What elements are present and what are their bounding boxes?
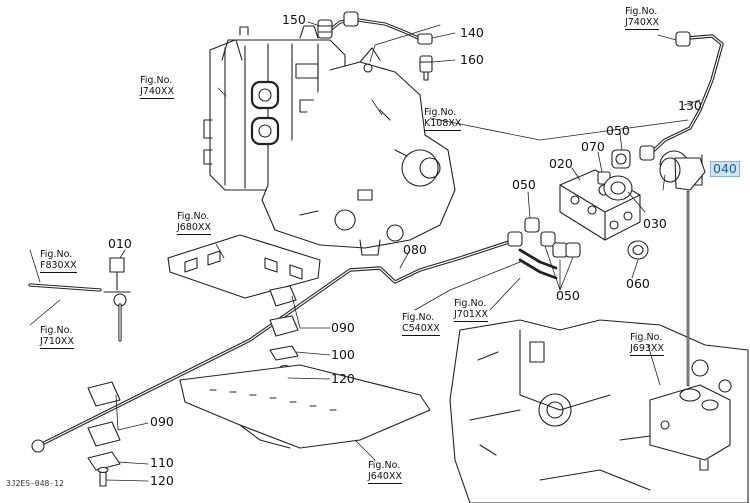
- part-label-100[interactable]: 100: [331, 347, 355, 362]
- transmission-housing: [261, 47, 456, 256]
- fitting-150: [317, 19, 333, 39]
- fitting-010: [103, 257, 131, 307]
- fig-ref-k108[interactable]: Fig.No. K108XX: [424, 107, 462, 131]
- fig-ref-code: J710XX: [40, 336, 74, 349]
- part-label-120-upper[interactable]: 120: [331, 371, 355, 386]
- valve-j693: [649, 384, 731, 471]
- side-hoses: [28, 283, 122, 342]
- plate-100: [269, 345, 299, 361]
- plate-110: [87, 451, 121, 471]
- fig-ref-caption: Fig.No.: [625, 6, 658, 17]
- part-label-150[interactable]: 150: [282, 12, 306, 27]
- pipe-140: [328, 11, 433, 45]
- fig-ref-code: J693XX: [630, 343, 664, 356]
- part-label-080[interactable]: 080: [403, 242, 427, 257]
- fig-ref-caption: Fig.No.: [402, 312, 435, 323]
- fig-ref-code: F830XX: [40, 260, 77, 273]
- elbow-040: [659, 150, 706, 191]
- fig-ref-caption: Fig.No.: [40, 325, 73, 336]
- part-label-050-lower[interactable]: 050: [556, 288, 580, 303]
- part-label-010[interactable]: 010: [108, 236, 132, 251]
- fig-ref-code: J740XX: [625, 17, 659, 30]
- fig-ref-j701[interactable]: Fig.No. J701XX: [454, 298, 488, 322]
- pipe-to-j701: [518, 248, 558, 280]
- drawing-code: 3J2ES-048-12: [6, 479, 64, 488]
- fig-ref-caption: Fig.No.: [630, 332, 663, 343]
- part-label-140[interactable]: 140: [460, 25, 484, 40]
- part-label-090-upper[interactable]: 090: [331, 320, 355, 335]
- fig-ref-caption: Fig.No.: [454, 298, 487, 309]
- fig-ref-code: J740XX: [140, 86, 174, 99]
- leader-lines: [29, 21, 701, 482]
- part-label-030[interactable]: 030: [643, 216, 667, 231]
- fig-ref-j740-right[interactable]: Fig.No. J740XX: [625, 6, 659, 30]
- clamp-090-upper: [269, 285, 299, 337]
- rear-axle-housing: [449, 319, 749, 503]
- clamp-090-lower: [87, 381, 121, 447]
- fig-ref-j710[interactable]: Fig.No. J710XX: [40, 325, 74, 349]
- part-label-110[interactable]: 110: [150, 455, 174, 470]
- part-label-160[interactable]: 160: [460, 52, 484, 67]
- fig-ref-j693[interactable]: Fig.No. J693XX: [630, 332, 664, 356]
- fig-ref-code: J640XX: [368, 471, 402, 484]
- bolt-120-lower: [97, 466, 109, 487]
- bracket-j680: [167, 234, 321, 299]
- fitting-160: [419, 55, 433, 81]
- fig-ref-caption: Fig.No.: [368, 460, 401, 471]
- fig-ref-j740-left[interactable]: Fig.No. J740XX: [140, 75, 174, 99]
- fig-ref-c540[interactable]: Fig.No. C540XX: [402, 312, 440, 336]
- part-label-050-upper[interactable]: 050: [606, 123, 630, 138]
- part-label-120-lower[interactable]: 120: [150, 473, 174, 488]
- fig-ref-caption: Fig.No.: [40, 249, 73, 260]
- plug-060: [627, 240, 649, 260]
- part-label-070[interactable]: 070: [581, 139, 605, 154]
- fig-ref-caption: Fig.No.: [140, 75, 173, 86]
- fig-ref-f830[interactable]: Fig.No. F830XX: [40, 249, 77, 273]
- fig-ref-caption: Fig.No.: [424, 107, 457, 118]
- part-label-050-middle[interactable]: 050: [512, 177, 536, 192]
- part-label-040[interactable]: 040: [710, 161, 740, 177]
- fig-ref-code: J701XX: [454, 309, 488, 322]
- pipe-080: [31, 231, 523, 453]
- fig-ref-code: J680XX: [177, 222, 211, 235]
- fig-ref-code: K108XX: [424, 118, 462, 131]
- part-label-020[interactable]: 020: [549, 156, 573, 171]
- part-label-090-lower[interactable]: 090: [150, 414, 174, 429]
- fitting-050-upper: [611, 149, 631, 169]
- part-label-130[interactable]: 130: [678, 98, 702, 113]
- fig-ref-j680[interactable]: Fig.No. J680XX: [177, 211, 211, 235]
- pipe-130: [639, 31, 724, 161]
- fitting-030: [603, 175, 633, 201]
- fittings-050-lower: [524, 217, 581, 258]
- fig-ref-caption: Fig.No.: [177, 211, 210, 222]
- fig-ref-j640[interactable]: Fig.No. J640XX: [368, 460, 402, 484]
- frame-j640: [179, 364, 431, 449]
- part-label-060[interactable]: 060: [626, 276, 650, 291]
- fig-ref-code: C540XX: [402, 323, 440, 336]
